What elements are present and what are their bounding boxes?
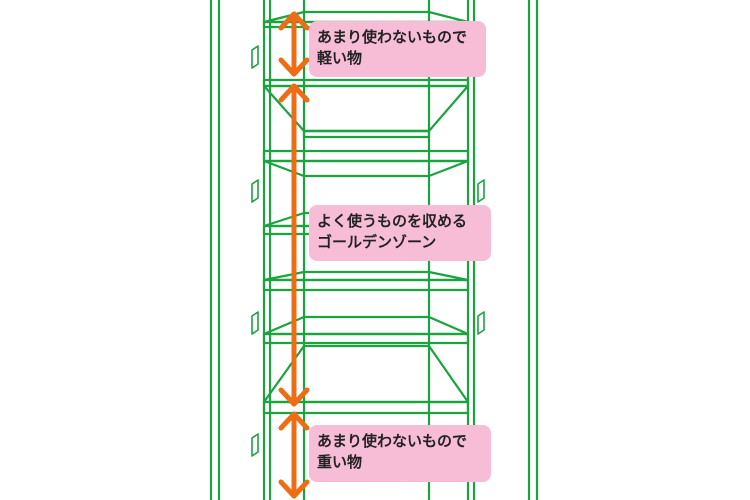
label-golden-zone: よく使うものを収める ゴールデンゾーン (309, 205, 491, 261)
shelf-5 (262, 270, 470, 292)
shelf-3 (262, 149, 470, 178)
label-heavy-items: あまり使わないもので 重い物 (309, 425, 491, 482)
label-light-items: あまり使わないもので 軽い物 (309, 21, 486, 77)
arrow-bottom-zone (278, 411, 310, 499)
shelf-6 (262, 315, 470, 415)
shelf-2 (262, 78, 470, 139)
arrow-golden-zone (278, 83, 310, 407)
arrow-top-zone (278, 11, 310, 77)
shelf-pin-brackets (251, 45, 485, 457)
cabinet-right-wall (527, 0, 539, 500)
cabinet-left-wall (209, 0, 221, 500)
cabinet-inner-left-panel (262, 0, 272, 500)
